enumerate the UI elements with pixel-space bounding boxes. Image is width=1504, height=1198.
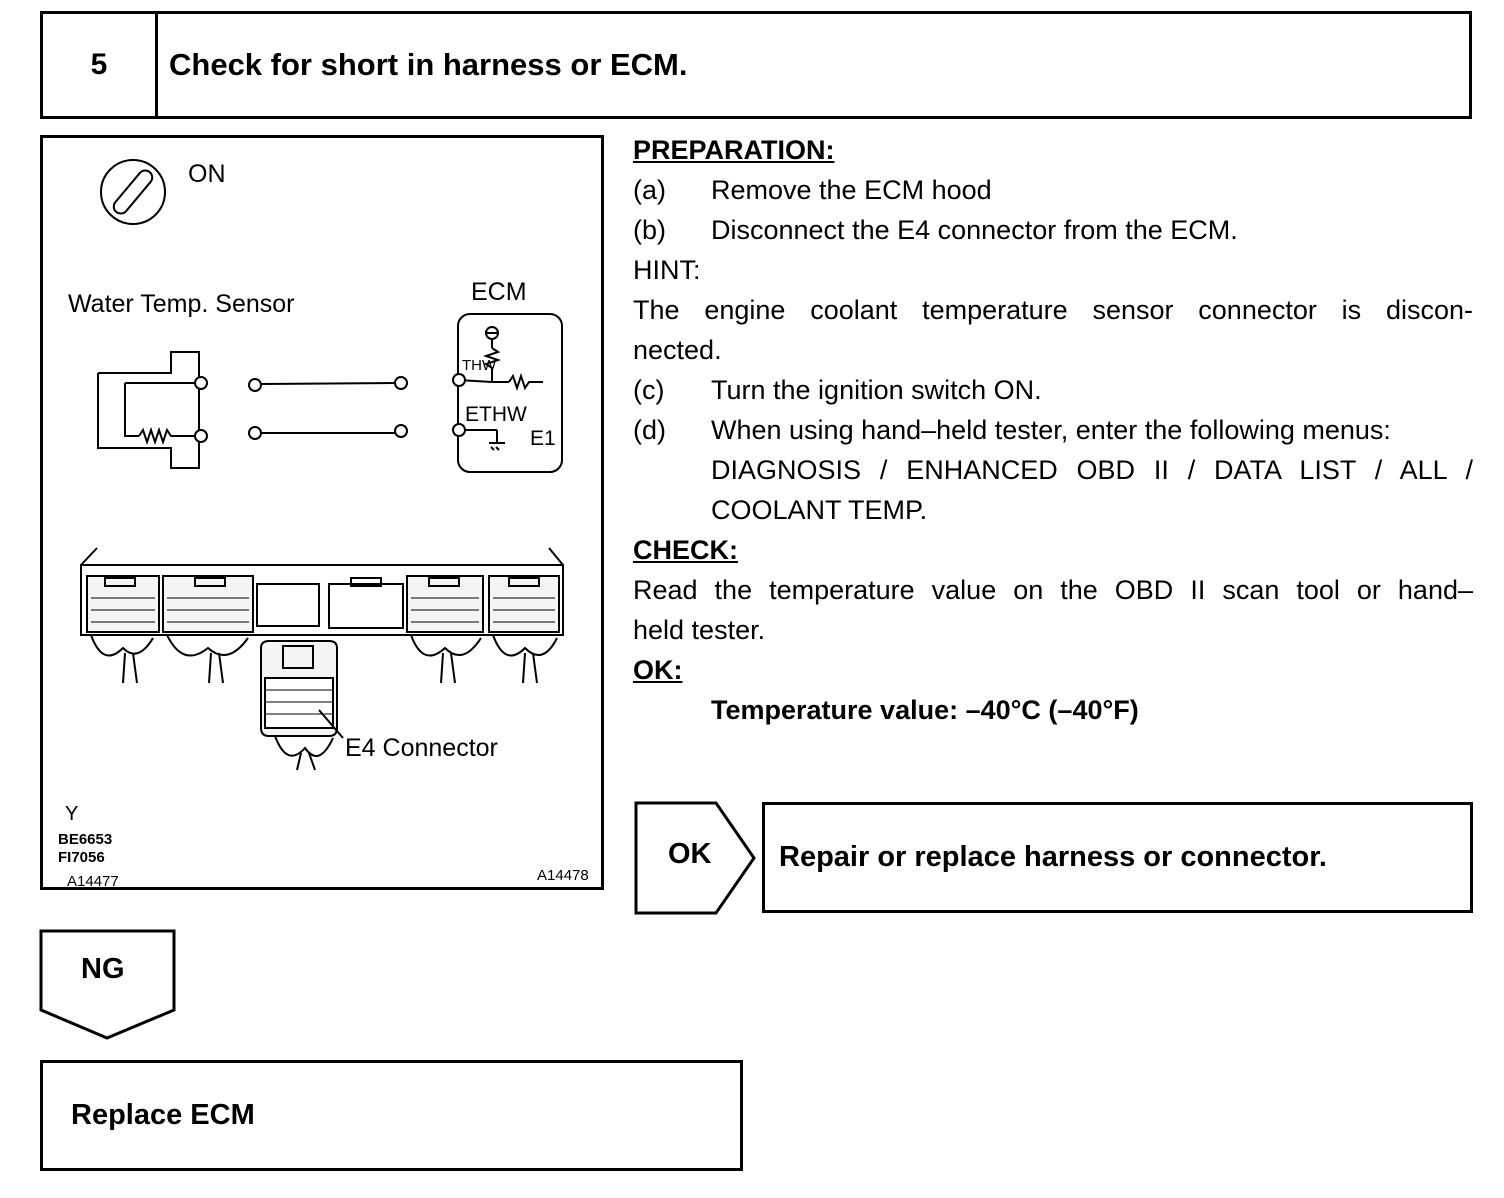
figure-code-be: BE6653: [58, 831, 112, 848]
wiring-figure: ON Water Temp. Sensor ECM: [40, 135, 604, 890]
hint-line-2: nected.: [633, 335, 722, 365]
hint-line-1: The engine coolant temperature sensor co…: [633, 295, 1473, 325]
thw-label: THW: [462, 357, 497, 374]
prep-step-a: (a) Remove the ECM hood: [633, 170, 1473, 210]
connector-pin-grid: [91, 597, 555, 623]
prep-step-d: (d) When using hand–held tester, enter t…: [633, 410, 1473, 450]
prep-step-d-text-1: When using hand–held tester, enter the f…: [711, 415, 1391, 445]
ignition-switch-icon: [100, 159, 166, 225]
prep-step-c-label: (c): [633, 375, 665, 405]
ecm-unit-icon: [80, 547, 564, 684]
figure-code-left: A14477: [67, 873, 119, 887]
ng-result-box: Replace ECM: [40, 1060, 743, 1171]
ok-heading: OK:: [633, 655, 683, 685]
ok-branch-label: OK: [668, 838, 712, 870]
ok-arrow-shape: [634, 801, 756, 915]
prep-step-d-text-3: COOLANT TEMP.: [711, 495, 928, 525]
figure-code-y: Y: [65, 803, 78, 825]
prep-step-c-text: Turn the ignition switch ON.: [711, 375, 1042, 405]
step-number: 5: [43, 14, 158, 116]
preparation-heading: PREPARATION:: [633, 135, 835, 165]
ng-branch-label: NG: [81, 953, 125, 985]
check-heading: CHECK:: [633, 535, 738, 565]
prep-step-d-label: (d): [633, 415, 666, 445]
prep-step-b: (b) Disconnect the E4 connector from the…: [633, 210, 1473, 250]
prep-step-a-label: (a): [633, 175, 666, 205]
prep-step-a-text: Remove the ECM hood: [711, 175, 992, 205]
sensor-connector-icon: [97, 351, 208, 469]
check-line-1: Read the temperature value on the OBD II…: [633, 575, 1473, 605]
harness-wires: [248, 376, 408, 440]
sensor-label: Water Temp. Sensor: [68, 290, 294, 318]
ecm-label: ECM: [471, 278, 527, 306]
figure-code-right: A14478: [537, 867, 589, 884]
ok-spec: Temperature value: –40°C (–40°F): [711, 695, 1139, 725]
step-title: Check for short in harness or ECM.: [169, 47, 688, 82]
step-header: 5 Check for short in harness or ECM.: [40, 11, 1472, 119]
instructions: PREPARATION: (a) Remove the ECM hood (b)…: [633, 130, 1473, 730]
ok-result-box: Repair or replace harness or connector.: [762, 802, 1473, 913]
check-line-2: held tester.: [633, 615, 766, 645]
prep-step-d-text-2: DIAGNOSIS / ENHANCED OBD II / DATA LIST …: [711, 455, 1473, 485]
ethw-label: ETHW: [465, 403, 527, 426]
prep-step-b-text: Disconnect the E4 connector from the ECM…: [711, 215, 1238, 245]
ng-arrow-shape: [39, 929, 176, 1040]
switch-on-label: ON: [188, 160, 226, 188]
e4-connector-icon: [260, 640, 344, 771]
prep-step-c: (c) Turn the ignition switch ON.: [633, 370, 1473, 410]
wiring-diagram-svg: ON Water Temp. Sensor ECM: [58, 159, 589, 887]
figure-code-fi: FI7056: [58, 849, 105, 866]
hint-heading: HINT:: [633, 255, 701, 285]
ecm-box-icon: [452, 313, 563, 473]
ng-result-text: Replace ECM: [71, 1099, 255, 1131]
e1-label: E1: [530, 427, 556, 450]
prep-step-b-label: (b): [633, 215, 666, 245]
e4-connector-label: E4 Connector: [345, 734, 498, 762]
ok-result-text: Repair or replace harness or connector.: [779, 841, 1327, 873]
